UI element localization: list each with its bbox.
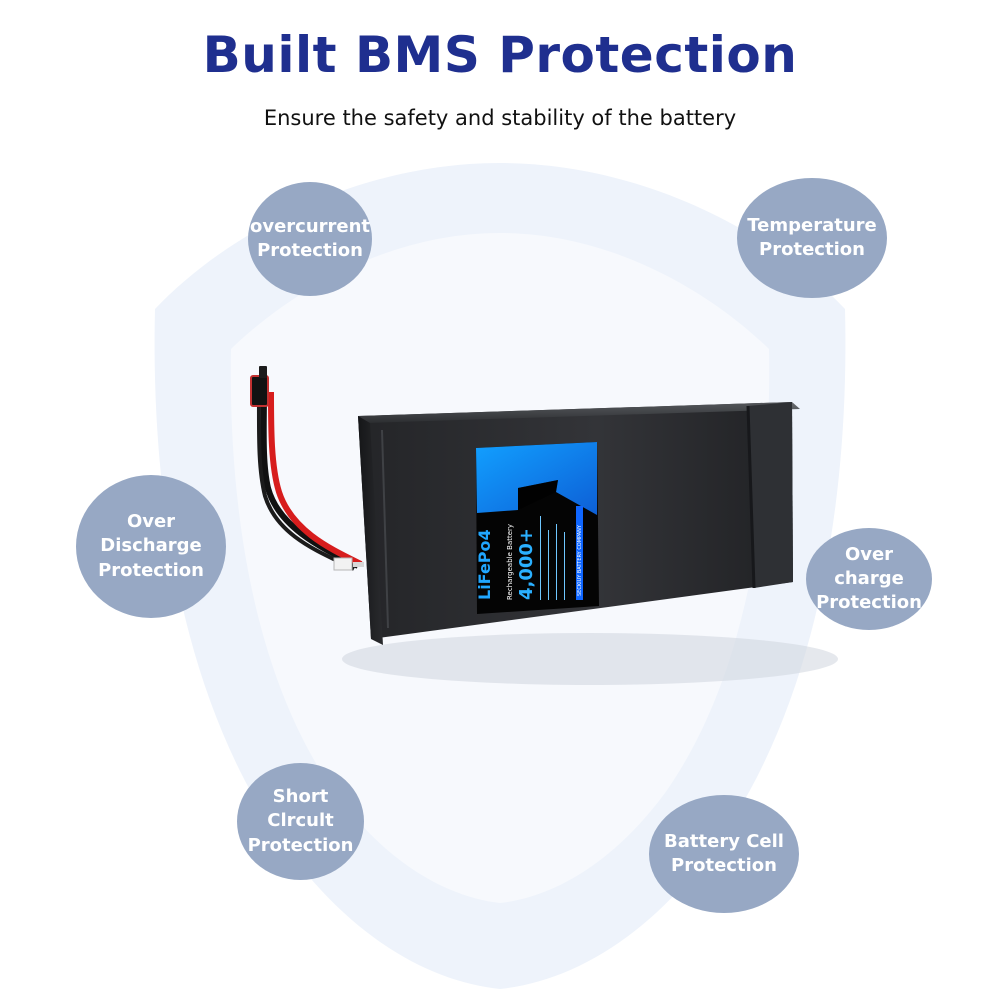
battery-shadow: [342, 633, 838, 685]
temperature-protection-label: Temperature Protection: [747, 214, 877, 260]
page-title: Built BMS Protection: [202, 26, 798, 84]
overcurrent-protection-label: overcurrent Protection: [249, 215, 371, 261]
battery-cell-protection-badge: Battery Cell Protection: [649, 795, 799, 913]
battery-pack-illustration: LiFePo4 Rechargeable Battery 4,000+ SECK…: [218, 360, 838, 710]
short-circuit-protection-label: Short Clrcult Protection: [247, 786, 354, 856]
svg-text:LiFePo4: LiFePo4: [475, 529, 494, 600]
overcurrent-protection-badge: overcurrent Protection: [248, 182, 372, 296]
short-circuit-protection-badge: Short Clrcult Protection: [237, 763, 364, 880]
svg-text:SECKIUY BATTERY COMPANY: SECKIUY BATTERY COMPANY: [577, 524, 583, 596]
temperature-protection-badge: Temperature Protection: [737, 178, 887, 298]
battery-cell-protection-label: Battery Cell Protection: [664, 830, 784, 876]
over-discharge-protection-label: Over Discharge Protection: [98, 511, 204, 581]
battery-label: LiFePo4 Rechargeable Battery 4,000+ SECK…: [475, 442, 599, 614]
battery-wire-assembly: [250, 366, 364, 571]
over-charge-protection-badge: Over charge Protection: [806, 528, 932, 630]
svg-text:4,000+: 4,000+: [516, 528, 537, 600]
over-charge-protection-label: Over charge Protection: [816, 543, 922, 614]
over-discharge-protection-badge: Over Discharge Protection: [76, 475, 226, 618]
page-subtitle: Ensure the safety and stability of the b…: [263, 106, 737, 130]
svg-text:Rechargeable Battery: Rechargeable Battery: [506, 524, 514, 600]
